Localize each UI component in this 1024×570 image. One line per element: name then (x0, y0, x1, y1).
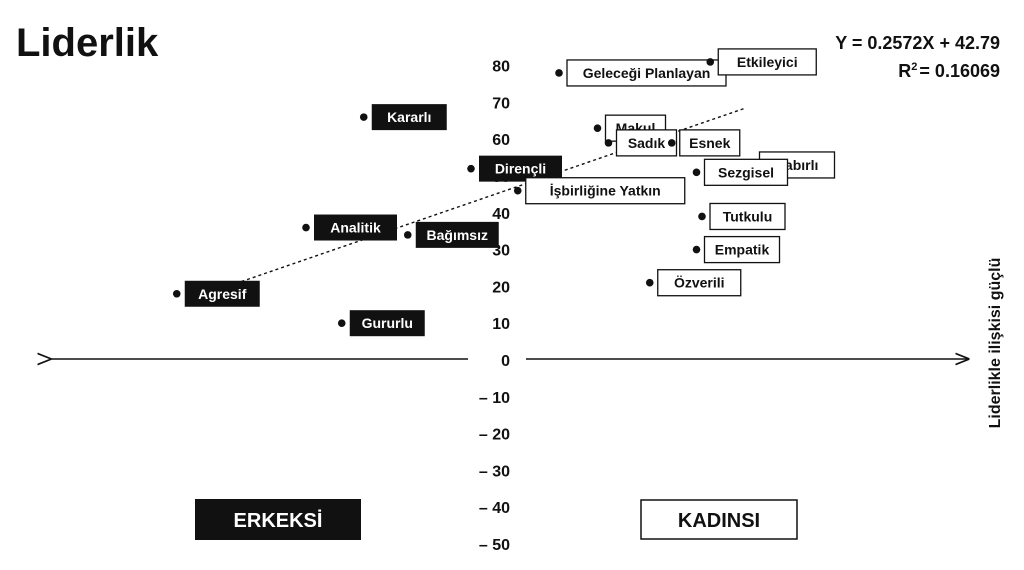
point-group: Gururlu (337, 310, 425, 337)
data-label: Tutkulu (723, 208, 773, 224)
data-label: Esnek (689, 135, 730, 151)
y-tick-label: 80 (492, 59, 510, 76)
point-group: Sabırlı (747, 151, 836, 179)
data-point (172, 289, 181, 298)
data-point (604, 139, 613, 147)
category-erkeksi-box (195, 499, 361, 540)
data-label-box (184, 280, 260, 307)
data-point (359, 113, 368, 121)
data-point (403, 231, 412, 239)
r-squared: R2= 0.16069 (898, 61, 1000, 81)
point-group: Etkileyici (706, 48, 817, 76)
y-axis-label: Liderlikle ilişkisi güçlü (987, 258, 1004, 429)
data-label-box (703, 235, 781, 264)
y-tick-label: 70 (492, 95, 510, 112)
y-tick-label: 10 (492, 316, 510, 333)
point-group: Agresif (172, 280, 260, 307)
point-group: Kararlı (359, 104, 447, 131)
data-label: Empatik (715, 242, 770, 258)
tick-zero-bg (478, 350, 520, 370)
y-tick-label: – 30 (479, 463, 510, 480)
y-tick-label: – 50 (479, 537, 510, 554)
point-group: Özverili (645, 269, 742, 297)
point-group: Sadık (604, 129, 678, 157)
data-label-box (415, 221, 499, 248)
category-kadinsi-box (640, 499, 798, 540)
point-group: İşbirliğine Yatkın (513, 177, 686, 205)
data-label: Özverili (674, 275, 725, 291)
y-tick-label: 40 (492, 206, 510, 223)
data-label-box (717, 48, 817, 76)
data-label-box (709, 202, 786, 231)
data-label-box (314, 214, 397, 241)
y-tick-label: – 20 (479, 427, 510, 444)
point-group: Sezgisel (692, 158, 789, 186)
point-group: Bağımsız (403, 221, 499, 248)
data-label: İşbirliğine Yatkın (550, 183, 661, 199)
data-point (692, 168, 701, 177)
point-group: Dirençli (467, 155, 562, 182)
data-label: Gururlu (362, 315, 413, 331)
y-tick-label: 20 (492, 279, 510, 296)
y-tick-label: – 10 (479, 390, 510, 407)
point-group: Empatik (692, 235, 781, 264)
data-label-box (679, 129, 741, 157)
y-axis-ticks: 80706050403020100– 10– 20– 30– 40– 50 (478, 59, 520, 554)
data-point (692, 245, 701, 254)
data-point (706, 58, 715, 66)
y-tick-label: – 40 (479, 500, 510, 517)
data-point (698, 212, 706, 221)
data-label-box (349, 310, 425, 337)
data-label: Analitik (330, 220, 381, 236)
chart-title: Liderlik (16, 21, 159, 65)
data-point (555, 69, 563, 77)
point-group: Geleceği Planlayan (555, 59, 727, 87)
data-point (337, 319, 346, 328)
data-point (593, 124, 602, 132)
data-label: Sezgisel (718, 164, 774, 180)
data-label-box (703, 158, 789, 186)
data-label: Bağımsız (427, 227, 488, 243)
y-tick-label: 60 (492, 132, 510, 149)
data-label-box (525, 177, 686, 205)
trend-line (195, 107, 747, 298)
point-group: Analitik (302, 214, 397, 241)
data-point (467, 164, 475, 173)
data-label: Sadık (628, 135, 666, 151)
data-label-box (657, 269, 742, 297)
data-label: Agresif (198, 286, 247, 302)
data-label: Geleceği Planlayan (583, 65, 711, 81)
data-points: Geleceği PlanlayanEtkileyiciKararlıMakul… (172, 48, 836, 337)
data-point (667, 139, 676, 147)
data-label: Etkileyici (737, 54, 798, 70)
data-point (302, 223, 310, 232)
data-point (513, 186, 522, 195)
regression-equation: Y = 0.2572X + 42.79 (835, 33, 1000, 53)
category-erkeksi-label: ERKEKSİ (234, 509, 323, 532)
data-label-box (615, 129, 678, 157)
category-kadinsi-label: KADINSI (678, 510, 760, 532)
data-label-box (371, 104, 447, 131)
point-group: Esnek (667, 129, 741, 157)
data-point (645, 278, 654, 287)
data-label: Dirençli (495, 161, 546, 177)
point-group: Tutkulu (698, 202, 786, 231)
category-erkeksi: ERKEKSİ (195, 499, 361, 540)
data-label: Kararlı (387, 109, 431, 125)
category-kadinsi: KADINSI (640, 499, 798, 540)
y-tick-label: 0 (501, 353, 510, 370)
